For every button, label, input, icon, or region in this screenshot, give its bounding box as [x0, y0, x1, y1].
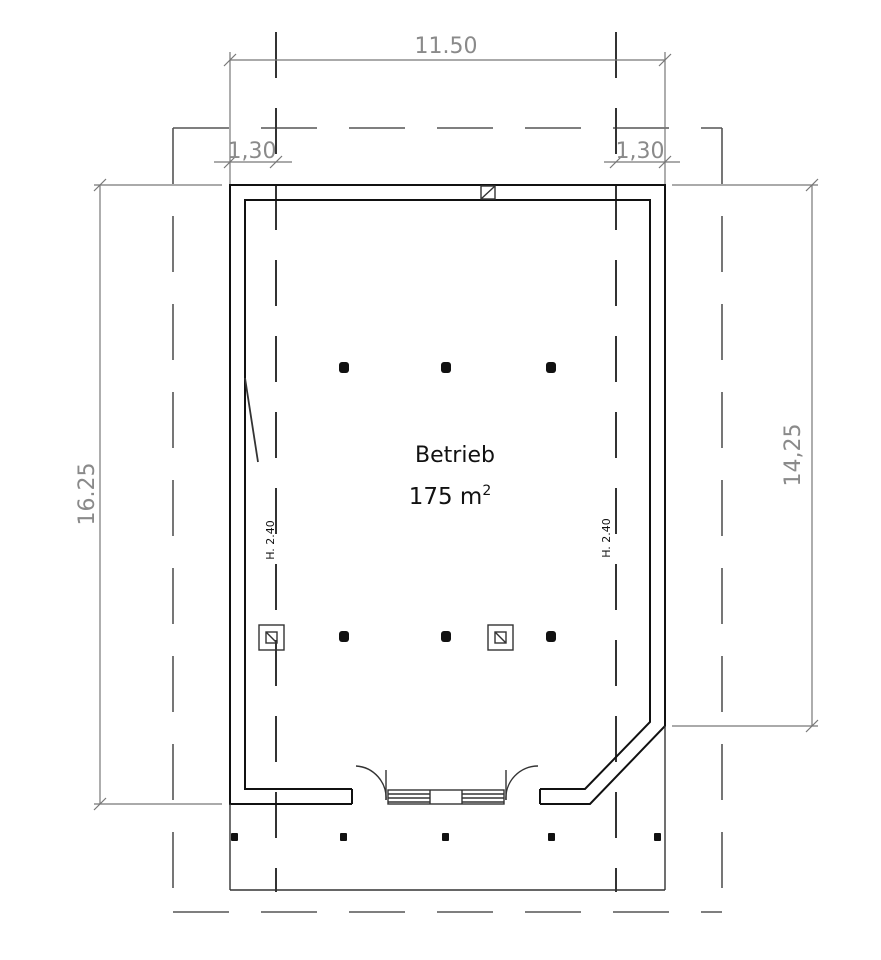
height-label-left: H. 2.40	[264, 520, 277, 560]
dimension-lines	[93, 52, 819, 811]
dim-top-width: 11.50	[415, 34, 478, 59]
canopy-post	[442, 833, 449, 841]
dim-right-height: 14,25	[781, 424, 806, 487]
column	[441, 362, 451, 373]
door-right	[505, 765, 539, 801]
height-label-right: H. 2.40	[600, 518, 613, 558]
room-area: 175 m2	[409, 483, 492, 510]
column	[546, 631, 556, 642]
room-area-exponent: 2	[482, 483, 491, 499]
canopy-post	[654, 833, 661, 841]
canopy-post	[340, 833, 347, 841]
north-mark-box	[480, 185, 496, 200]
grid-axes	[275, 32, 617, 892]
canopy-post	[548, 833, 555, 841]
door-left	[355, 765, 387, 801]
dim-right-overhang: 1,30	[616, 139, 665, 164]
column	[339, 631, 349, 642]
dim-left-overhang: 1,30	[228, 139, 277, 164]
dim-left-height: 16.25	[75, 463, 100, 526]
entrance-steps	[387, 789, 505, 805]
column	[441, 631, 451, 642]
room-name: Betrieb	[415, 443, 495, 468]
column	[339, 362, 349, 373]
column	[546, 362, 556, 373]
roof-outline	[172, 127, 723, 913]
columns	[231, 362, 661, 841]
front-canopy	[229, 726, 666, 891]
room-area-number: 175 m	[409, 484, 483, 510]
shaft-symbol-right	[487, 624, 514, 651]
shaft-symbol-left	[258, 624, 285, 651]
window-line-left	[244, 377, 259, 463]
canopy-post	[231, 833, 238, 841]
